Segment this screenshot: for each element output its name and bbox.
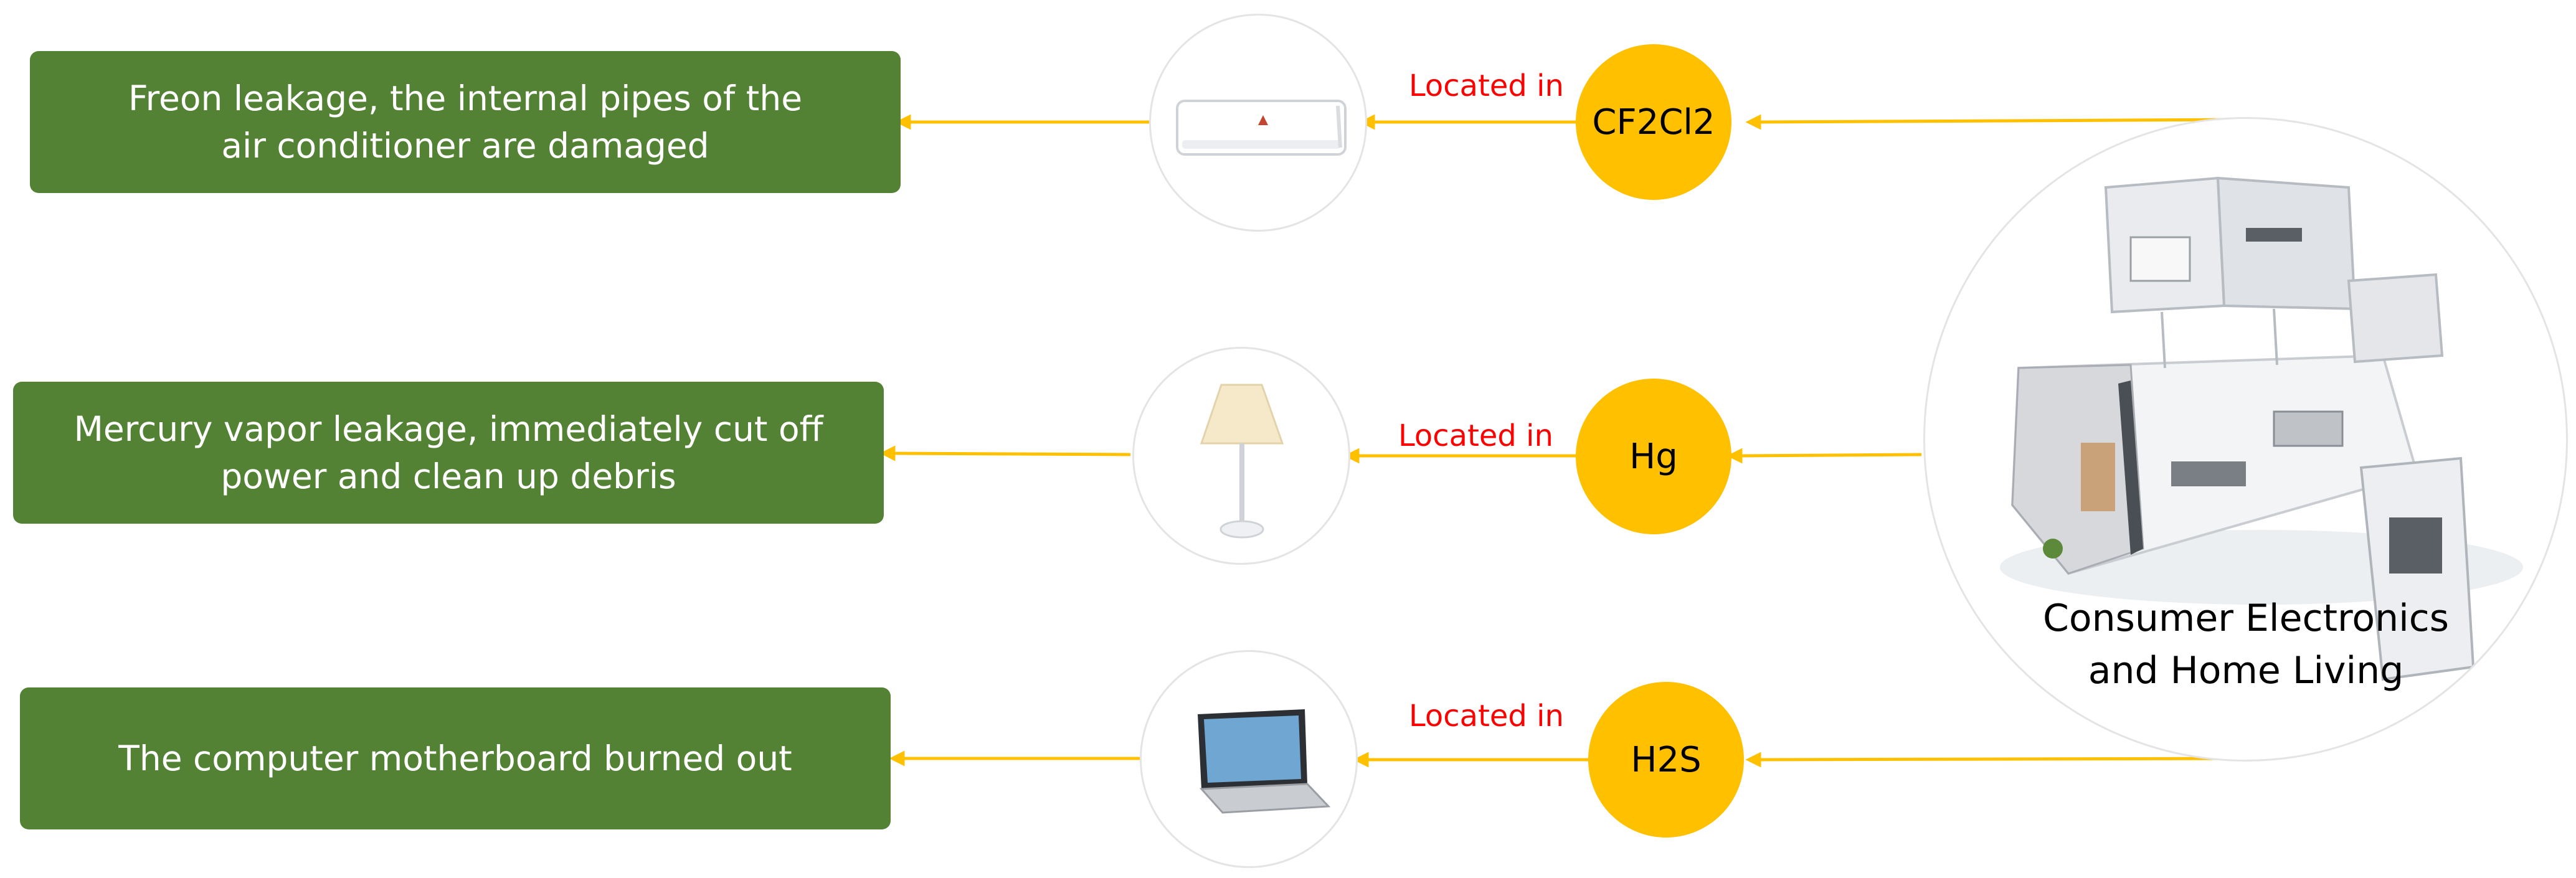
relation-label-1: Located in (1409, 68, 1564, 103)
gas-label-1: CF2Cl2 (1592, 101, 1715, 143)
laptop-icon (1198, 709, 1331, 814)
arrow-hub-to-gas-1 (1745, 114, 2249, 130)
outcome-text-2: Mercury vapor leakage, immediately cut o… (73, 409, 823, 496)
appliance-circle-3 (1140, 650, 1358, 868)
arrow-appliance-to-outcome-2 (879, 445, 1131, 461)
air-conditioner-icon (1176, 100, 1347, 156)
arrow-hub-to-gas-3 (1745, 752, 2249, 768)
hub-circle (1923, 117, 2568, 762)
table-lamp-icon (1200, 384, 1284, 539)
gas-label-2: Hg (1629, 436, 1678, 477)
gas-circle-h2s: H2S (1588, 682, 1744, 838)
gas-label-3: H2S (1631, 739, 1702, 780)
outcome-text-1: Freon leakage, the internal pipes of the… (128, 78, 803, 166)
gas-circle-cf2cl2: CF2Cl2 (1576, 44, 1731, 200)
hub-label-line1: Consumer Electronics (2042, 597, 2450, 640)
outcome-box-mercury: Mercury vapor leakage, immediately cut o… (13, 382, 884, 524)
outcome-box-freon: Freon leakage, the internal pipes of the… (30, 51, 901, 193)
relation-label-3: Located in (1409, 699, 1564, 734)
appliance-circle-1 (1149, 14, 1367, 232)
arrow-hub-to-gas-2 (1726, 448, 1922, 464)
apartment-floorplan-image (2000, 176, 2523, 681)
hub-label-line2: and Home Living (2088, 649, 2404, 692)
gas-circle-hg: Hg (1576, 379, 1731, 534)
hub-label: Consumer Electronics and Home Living (2028, 592, 2464, 697)
outcome-text-3: The computer motherboard burned out (118, 739, 792, 778)
appliance-circle-2 (1132, 347, 1350, 565)
relation-label-2: Located in (1398, 418, 1553, 453)
outcome-box-motherboard: The computer motherboard burned out (20, 687, 891, 829)
